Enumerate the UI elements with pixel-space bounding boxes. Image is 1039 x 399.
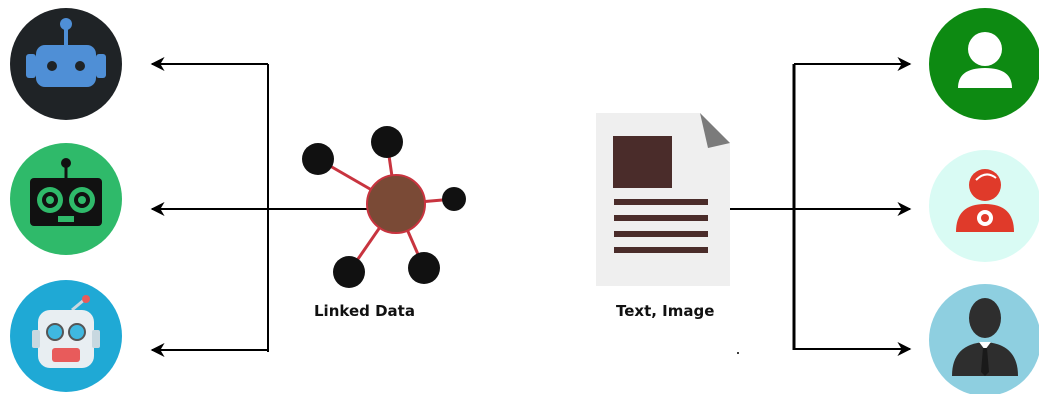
text-image-label: Text, Image [616,302,715,320]
left-connector-lines [150,57,370,357]
blue-robot-icon [10,8,122,120]
green-robot-icon [10,143,122,255]
document-icon [596,113,730,286]
dot-mark [737,352,739,354]
right-connector-lines [730,57,912,356]
businessman-icon [929,284,1039,396]
cyan-robot-icon [10,280,122,392]
mint-user-icon [929,150,1039,262]
linked-data-graph-icon [302,126,466,288]
green-user-icon [929,8,1039,120]
linked-data-label: Linked Data [314,302,415,320]
